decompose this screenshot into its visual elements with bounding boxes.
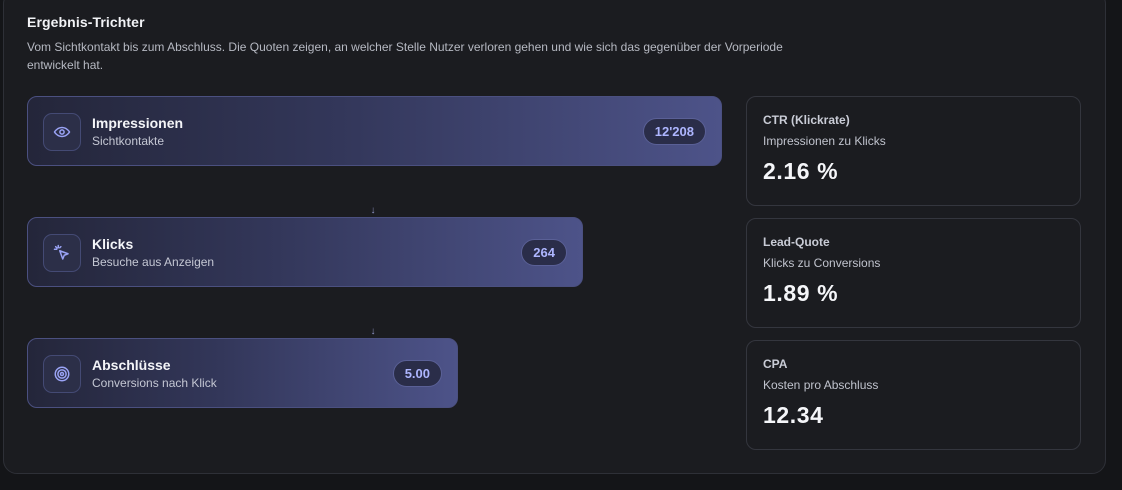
funnel-step-clicks[interactable]: Klicks Besuche aus Anzeigen 264 (27, 217, 583, 287)
metric-sub: Kosten pro Abschluss (763, 378, 879, 392)
metric-value: 2.16 % (763, 158, 839, 184)
metric-sub: Impressionen zu Klicks (763, 134, 886, 148)
funnel-step-value: 264 (521, 239, 567, 266)
funnel-step-label: Klicks (92, 236, 134, 252)
section-description: Vom Sichtkontakt bis zum Abschluss. Die … (27, 40, 783, 72)
metric-ctr: CTR (Klickrate) Impressionen zu Klicks 2… (746, 96, 1081, 206)
funnel-step-sub: Conversions nach Klick (92, 376, 217, 390)
eye-icon (43, 113, 81, 151)
metric-label: Lead-Quote (763, 235, 830, 249)
metric-value: 12.34 (763, 402, 824, 428)
funnel-step-label: Impressionen (92, 115, 184, 131)
down-arrow-icon: ↓ (370, 205, 376, 216)
metric-value: 1.89 % (763, 280, 839, 306)
down-arrow-icon: ↓ (370, 326, 376, 337)
funnel-step-value: 5.00 (392, 360, 442, 387)
funnel-step-impressions[interactable]: Impressionen Sichtkontakte 12'208 (27, 96, 722, 166)
funnel-step-label: Abschlüsse (92, 357, 171, 373)
cursor-click-icon (43, 234, 81, 272)
funnel-step-sub: Besuche aus Anzeigen (92, 255, 215, 269)
target-icon (43, 355, 81, 393)
metric-sub: Klicks zu Conversions (763, 256, 881, 270)
section-title: Ergebnis-Trichter (27, 14, 145, 30)
metric-label: CTR (Klickrate) (763, 113, 850, 127)
funnel-step-value: 12'208 (642, 118, 706, 145)
metric-label: CPA (763, 357, 788, 371)
funnel-step-conversions[interactable]: Abschlüsse Conversions nach Klick 5.00 (27, 338, 458, 408)
metric-lead-rate: Lead-Quote Klicks zu Conversions 1.89 % (746, 218, 1081, 328)
funnel-step-sub: Sichtkontakte (92, 134, 165, 148)
metric-cpa: CPA Kosten pro Abschluss 12.34 (746, 340, 1081, 450)
